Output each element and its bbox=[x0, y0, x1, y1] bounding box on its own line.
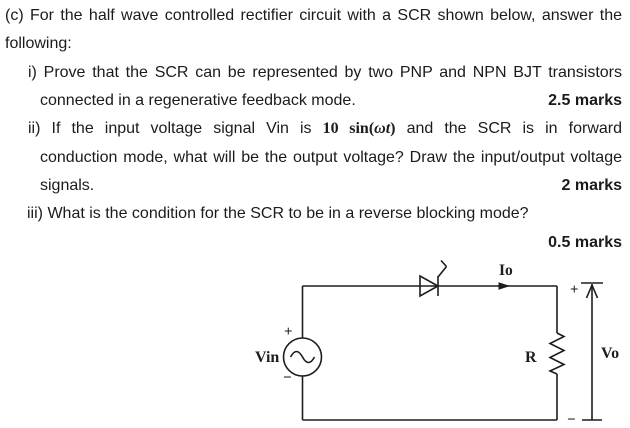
item-ii-line1-post: and the SCR is in forward bbox=[395, 120, 622, 137]
question-intro-line1: (c) For the half wave controlled rectifi… bbox=[5, 7, 622, 24]
scr-gate-icon bbox=[437, 259, 448, 278]
item-i-line2-text: connected in a regenerative feedback mod… bbox=[40, 92, 356, 109]
item-ii-line3-text: signals. bbox=[40, 177, 95, 194]
item-ii-line1: ii) If the input voltage signal Vin is 1… bbox=[28, 118, 622, 140]
source-minus-sign: − bbox=[283, 370, 292, 386]
math-expression-suffix: ) bbox=[390, 120, 396, 137]
math-expression-variable: ωt bbox=[374, 120, 391, 137]
output-label: Vo bbox=[601, 345, 619, 362]
scr-anode-triangle-icon bbox=[419, 274, 440, 298]
source-label: Vin bbox=[255, 349, 279, 366]
ac-source-icon bbox=[282, 337, 323, 377]
item-ii-marks: 2 marks bbox=[561, 177, 623, 194]
resistor-label: R bbox=[525, 349, 537, 366]
item-ii-line3: signals. 2 marks bbox=[40, 175, 622, 197]
sine-wave-icon bbox=[289, 350, 316, 364]
item-iii-marks: 0.5 marks bbox=[548, 234, 622, 251]
item-i-line1: i) Prove that the SCR can be represented… bbox=[28, 64, 622, 81]
output-minus-sign: − bbox=[567, 412, 576, 428]
resistor-zigzag-icon bbox=[548, 332, 566, 375]
output-plus-sign: + bbox=[570, 282, 579, 298]
vo-arrowhead-icon bbox=[585, 284, 599, 299]
circuit-diagram: Vin + − Io R + − Vo bbox=[255, 259, 619, 428]
item-i-line2: connected in a regenerative feedback mod… bbox=[40, 90, 622, 112]
question-intro-line2: following: bbox=[5, 35, 72, 52]
source-plus-sign: + bbox=[284, 324, 293, 340]
current-label: Io bbox=[499, 262, 513, 279]
item-ii-line1-pre: ii) If the input voltage signal Vin is bbox=[28, 120, 323, 137]
current-arrow-icon bbox=[498, 282, 510, 290]
item-i-marks: 2.5 marks bbox=[548, 92, 622, 109]
item-ii-line2: conduction mode, what will be the output… bbox=[40, 149, 622, 166]
item-iii-line1: iii) What is the condition for the SCR t… bbox=[27, 205, 529, 222]
math-expression-prefix: 10 sin( bbox=[322, 120, 375, 137]
